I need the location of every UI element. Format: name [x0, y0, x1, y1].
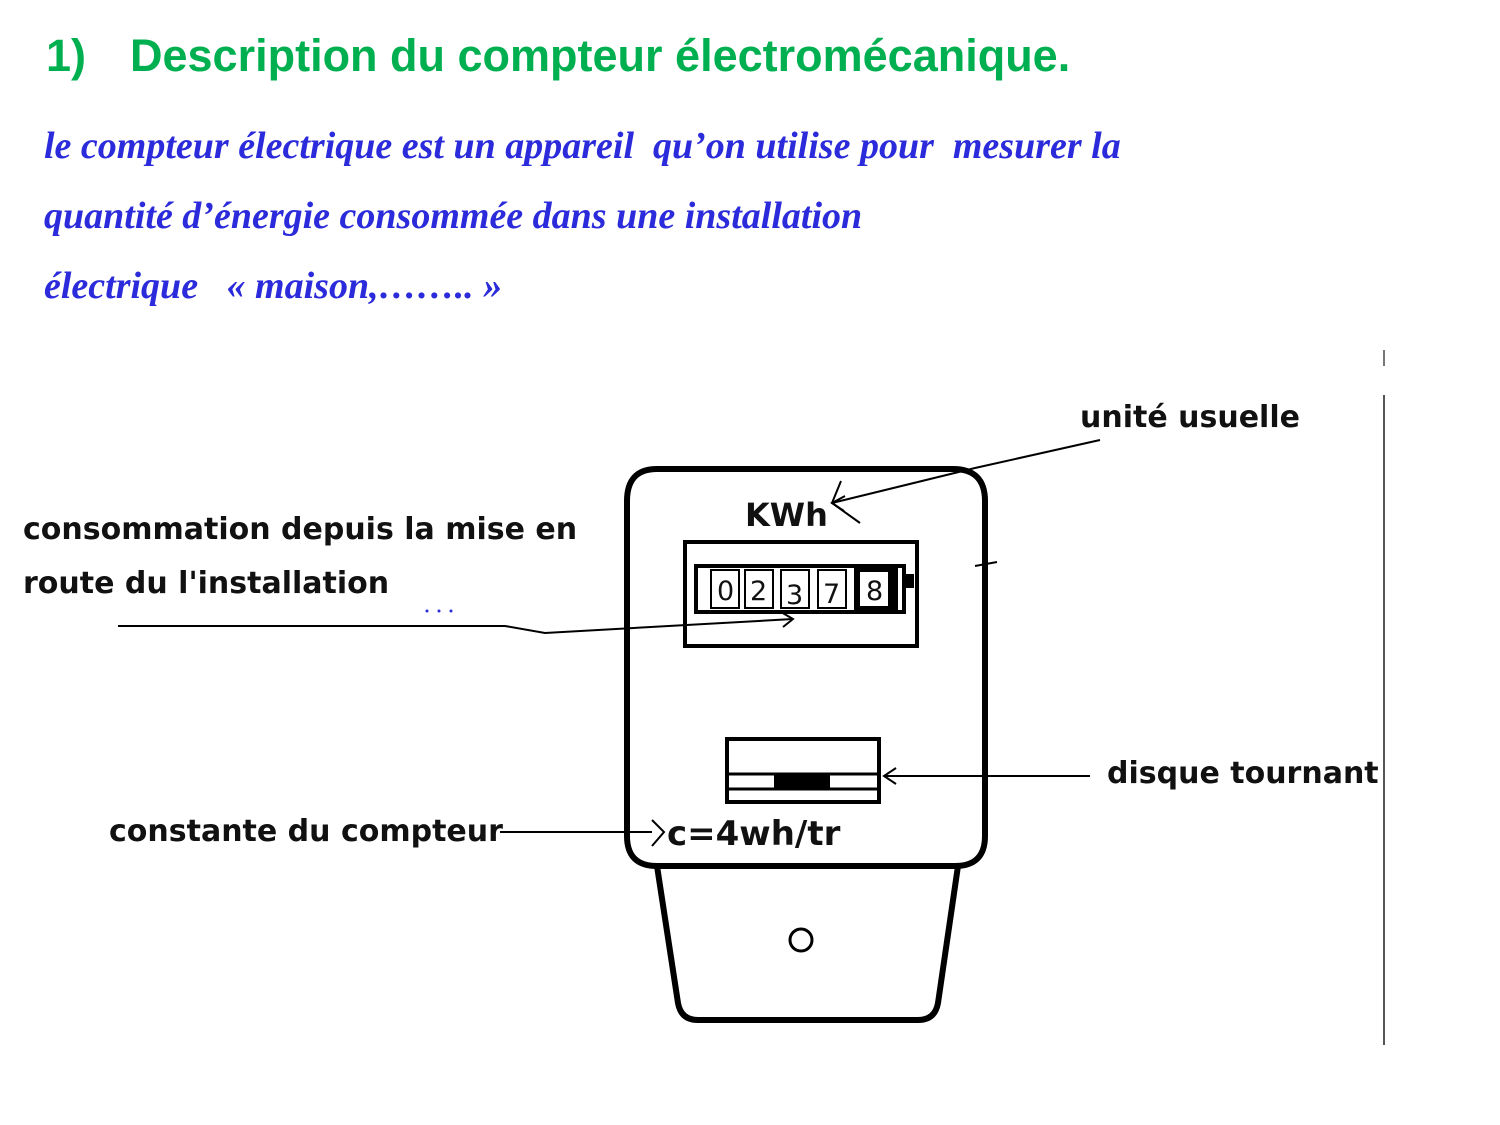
intro-line-2: quantité d’énergie consommée dans une in… — [44, 195, 863, 237]
stray-mark — [974, 561, 998, 567]
register-digit-strip — [694, 564, 906, 614]
intro-paragraph: le compteur électrique est un appareil q… — [44, 118, 1444, 328]
arrow-icon — [830, 480, 861, 524]
digit-cell-3 — [780, 569, 810, 609]
digit-cell-1 — [710, 569, 740, 609]
disc-black-mark — [774, 774, 830, 789]
callout-disque-tournant: disque tournant — [1107, 756, 1379, 791]
stray-dot — [449, 609, 453, 613]
arrow-icon — [780, 611, 795, 628]
stray-dot — [437, 609, 441, 613]
meter-body — [624, 466, 988, 1023]
stray-dot — [425, 609, 429, 613]
section-number: 1) — [46, 30, 87, 81]
callout-consommation-line-1: consommation depuis la mise en — [23, 512, 577, 547]
counter-register: 0 2 3 7 8 — [683, 540, 919, 648]
digit-cell-4 — [817, 569, 847, 609]
digit-cell-2 — [744, 569, 774, 609]
disc-window-frame — [725, 737, 881, 804]
digit-cell-5-window — [860, 572, 888, 606]
section-title: Description du compteur électromécanique… — [130, 30, 1071, 81]
callout-constante: constante du compteur — [109, 814, 503, 849]
screw-hole-icon — [788, 927, 814, 953]
stray-dots — [425, 609, 453, 613]
rotating-disc-window — [725, 737, 881, 804]
digit-3: 3 — [786, 580, 803, 611]
arrow-icon — [651, 819, 666, 847]
callout-unite-usuelle: unité usuelle — [1080, 400, 1300, 435]
arrow-icon — [882, 767, 897, 785]
digit-2: 2 — [750, 576, 767, 607]
intro-line-1: le compteur électrique est un appareil q… — [44, 125, 1121, 167]
register-outer-frame — [683, 540, 919, 648]
leader-unite-usuelle — [831, 439, 1101, 504]
meter-lower-terminal-cover — [654, 865, 961, 1023]
meter-constant: c=4wh/tr — [667, 814, 841, 854]
intro-line-3: électrique « maison,…….. » — [44, 265, 503, 307]
leader-lines — [118, 439, 1101, 847]
leader-consommation — [118, 618, 794, 635]
digit-1: 0 — [717, 576, 734, 607]
digit-4: 7 — [823, 579, 840, 610]
meter-unit-label: KWh — [745, 496, 828, 534]
register-digit-cells — [710, 569, 847, 609]
callout-consommation-line-2: route du l'installation — [23, 566, 389, 601]
digit-5: 8 — [866, 576, 883, 607]
register-knob — [904, 574, 914, 588]
section-heading: 1) Description du compteur électromécaniq… — [46, 30, 1070, 82]
